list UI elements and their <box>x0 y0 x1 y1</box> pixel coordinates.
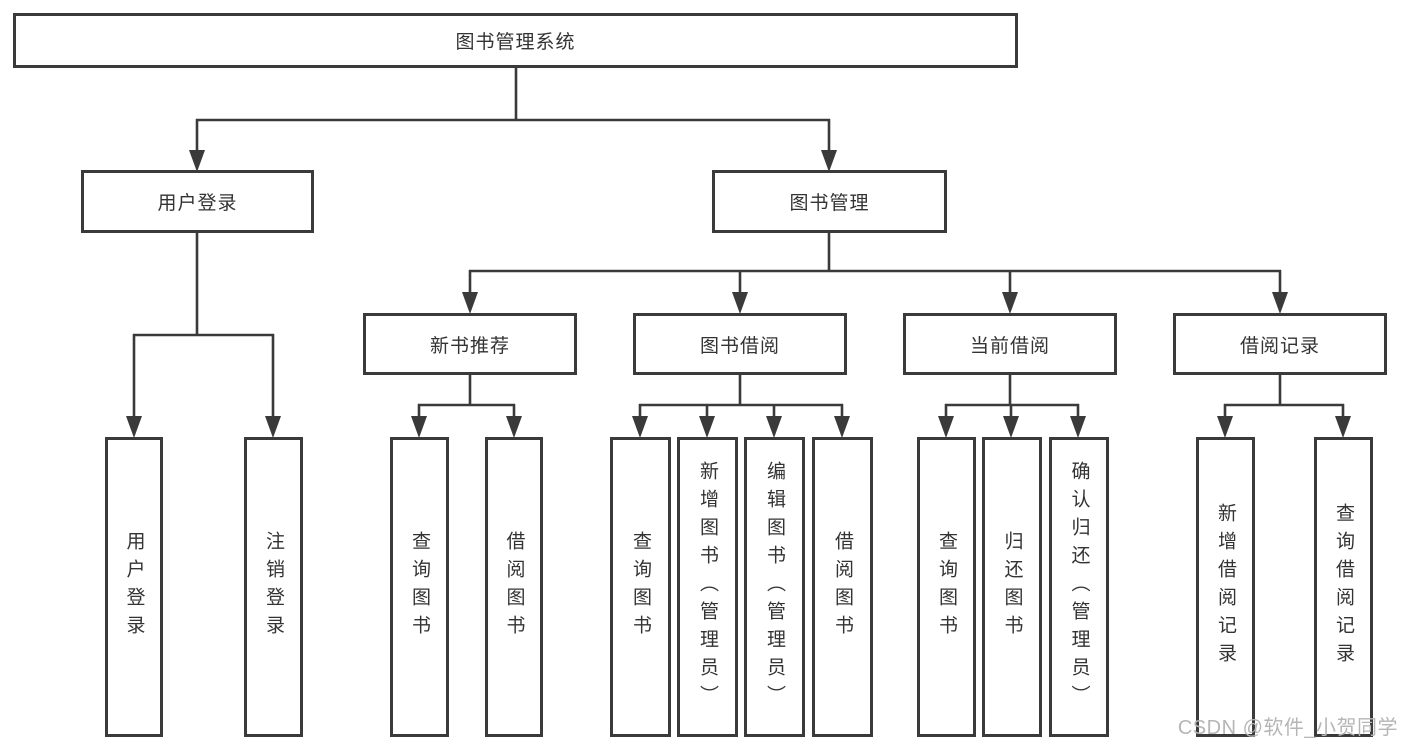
node-user-login-branch: 用户登录 <box>81 170 314 233</box>
node-new-book-recommend-label: 新书推荐 <box>429 335 510 357</box>
node-book-borrow: 图书借阅 <box>633 313 847 375</box>
leaf-borrow-add-book-admin: 新增图书（管理员） <box>677 437 738 737</box>
leaf-logout-label: 注销登录 <box>263 531 284 643</box>
leaf-newbook-borrow-book: 借阅图书 <box>485 437 543 737</box>
leaf-borrow-borrow-book: 借阅图书 <box>812 437 873 737</box>
node-root: 图书管理系统 <box>13 13 1018 68</box>
leaf-records-query-record: 查询借阅记录 <box>1314 437 1373 737</box>
leaf-newbook-borrow-book-label: 借阅图书 <box>503 531 525 643</box>
leaf-user-login-label: 用户登录 <box>123 531 145 643</box>
node-borrow-records: 借阅记录 <box>1173 313 1387 375</box>
node-book-borrow-label: 图书借阅 <box>699 335 780 357</box>
leaf-borrow-add-book-admin-label: 新增图书（管理员） <box>697 461 718 713</box>
leaf-newbook-query-book: 查询图书 <box>390 437 449 737</box>
node-new-book-recommend: 新书推荐 <box>363 313 577 375</box>
node-book-management-branch: 图书管理 <box>712 170 947 233</box>
leaf-current-query-book: 查询图书 <box>917 437 976 737</box>
arrowheads <box>126 150 1351 438</box>
node-root-label: 图书管理系统 <box>455 32 576 53</box>
csdn-watermark: CSDN @软件_小贺同学 <box>1177 717 1398 739</box>
leaf-logout: 注销登录 <box>244 437 303 737</box>
leaf-current-confirm-return-admin-label: 确认归还（管理员） <box>1068 461 1090 713</box>
leaf-current-return-book: 归还图书 <box>982 437 1042 737</box>
leaf-borrow-query-book-label: 查询图书 <box>630 531 651 643</box>
leaf-newbook-query-book-label: 查询图书 <box>409 531 430 643</box>
node-borrow-records-label: 借阅记录 <box>1239 335 1320 357</box>
leaf-current-confirm-return-admin: 确认归还（管理员） <box>1049 437 1109 737</box>
node-current-borrow-label: 当前借阅 <box>969 335 1050 357</box>
leaf-user-login: 用户登录 <box>105 437 163 737</box>
node-user-login-branch-label: 用户登录 <box>157 193 238 214</box>
leaf-records-query-record-label: 查询借阅记录 <box>1333 503 1354 671</box>
leaf-current-query-book-label: 查询图书 <box>936 531 957 643</box>
leaf-borrow-query-book: 查询图书 <box>610 437 671 737</box>
node-book-management-branch-label: 图书管理 <box>789 193 870 214</box>
leaf-records-add-record: 新增借阅记录 <box>1196 437 1255 737</box>
leaf-records-add-record-label: 新增借阅记录 <box>1215 503 1236 671</box>
leaf-borrow-edit-book-admin-label: 编辑图书（管理员） <box>764 461 785 713</box>
leaf-borrow-edit-book-admin: 编辑图书（管理员） <box>744 437 805 737</box>
leaf-borrow-borrow-book-label: 借阅图书 <box>832 531 853 643</box>
leaf-current-return-book-label: 归还图书 <box>1001 531 1023 643</box>
node-current-borrow: 当前借阅 <box>903 313 1117 375</box>
